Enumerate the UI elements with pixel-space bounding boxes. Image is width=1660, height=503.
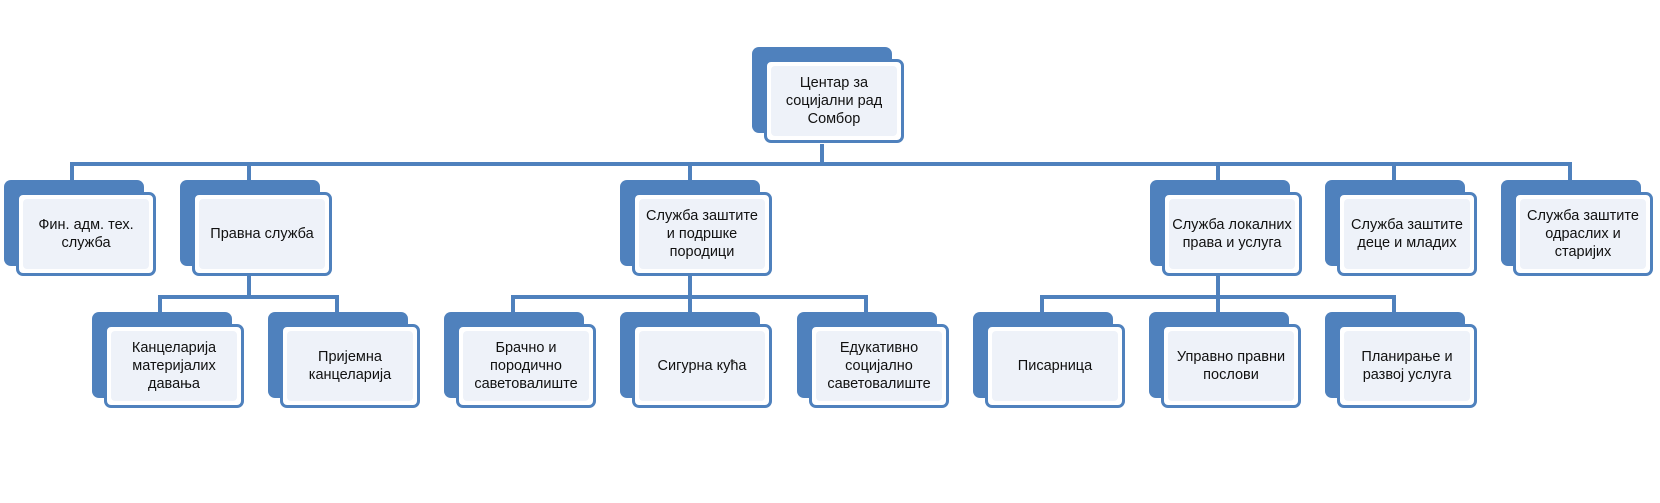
node-legal-service: Правна служба bbox=[180, 180, 332, 276]
node-family-protection-service: Служба заштите и подршке породици bbox=[620, 180, 772, 276]
node-service-planning: Планирање и развој услуга bbox=[1325, 312, 1477, 408]
node-label: Служба заштите одраслих и старијих bbox=[1527, 208, 1639, 260]
node-admin-legal-affairs: Управно правни послови bbox=[1149, 312, 1301, 408]
node-label: Канцеларија материјалих давања bbox=[131, 340, 217, 392]
node-center-social-work: Центар за социјални рад Сомбор bbox=[752, 47, 904, 143]
node-local-rights-service: Служба локалних права и услуга bbox=[1150, 180, 1302, 276]
node-label: Центар за социјални рад Сомбор bbox=[785, 75, 883, 127]
node-label: Служба заштите деце и младих bbox=[1351, 217, 1463, 251]
node-label: Едукативно социјално саветовалиште bbox=[827, 340, 931, 392]
node-youth-protection-service: Служба заштите деце и младих bbox=[1325, 180, 1477, 276]
node-benefits-office: Канцеларија материјалих давања bbox=[92, 312, 244, 408]
node-label: Правна служба bbox=[210, 226, 314, 242]
node-label: Управно правни послови bbox=[1176, 349, 1286, 383]
node-label: Пријемна канцеларија bbox=[308, 349, 392, 383]
node-fin-adm-tech-service: Фин. адм. тех. служба bbox=[4, 180, 156, 276]
node-label: Писарница bbox=[1017, 358, 1093, 374]
node-safe-house: Сигурна кућа bbox=[620, 312, 772, 408]
node-educational-counseling: Едукативно социјално саветовалиште bbox=[797, 312, 949, 408]
node-label: Брачно и породично саветовалиште bbox=[474, 340, 578, 392]
node-family-counseling: Брачно и породично саветовалиште bbox=[444, 312, 596, 408]
node-reception-office: Пријемна канцеларија bbox=[268, 312, 420, 408]
node-label: Сигурна кућа bbox=[657, 358, 747, 374]
node-label: Планирање и развој услуга bbox=[1361, 349, 1453, 383]
node-label: Служба локалних права и услуга bbox=[1172, 217, 1292, 251]
node-label: Фин. адм. тех. служба bbox=[38, 217, 134, 251]
node-elderly-protection-service: Служба заштите одраслих и старијих bbox=[1501, 180, 1653, 276]
node-registry: Писарница bbox=[973, 312, 1125, 408]
node-label: Служба заштите и подршке породици bbox=[646, 208, 758, 260]
